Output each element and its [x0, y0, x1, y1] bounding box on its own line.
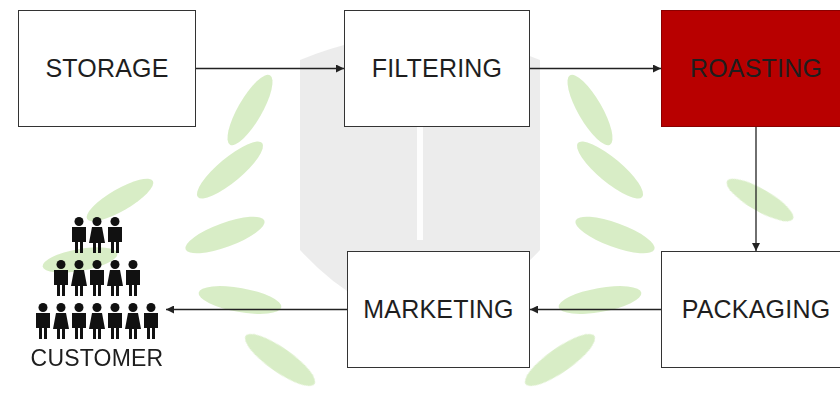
flow-arrow — [755, 127, 756, 251]
node-label: ROASTING — [690, 54, 822, 83]
people-icon — [28, 213, 166, 345]
node-label: MARKETING — [363, 295, 513, 324]
process-box: PACKAGING — [661, 251, 840, 368]
node-label: CUSTOMER — [31, 345, 164, 372]
flow-arrow — [196, 68, 344, 69]
process-box: STORAGE — [18, 10, 196, 127]
process-box: FILTERING — [344, 10, 530, 127]
flow-arrow — [530, 68, 661, 69]
flow-arrow — [530, 309, 661, 310]
node-label: STORAGE — [45, 54, 168, 83]
process-box: MARKETING — [347, 251, 530, 368]
flow-arrow — [166, 309, 347, 310]
node-label: FILTERING — [372, 54, 503, 83]
customer-group: CUSTOMER — [28, 192, 166, 372]
process-box: ROASTING — [661, 10, 840, 127]
node-label: PACKAGING — [682, 295, 831, 324]
